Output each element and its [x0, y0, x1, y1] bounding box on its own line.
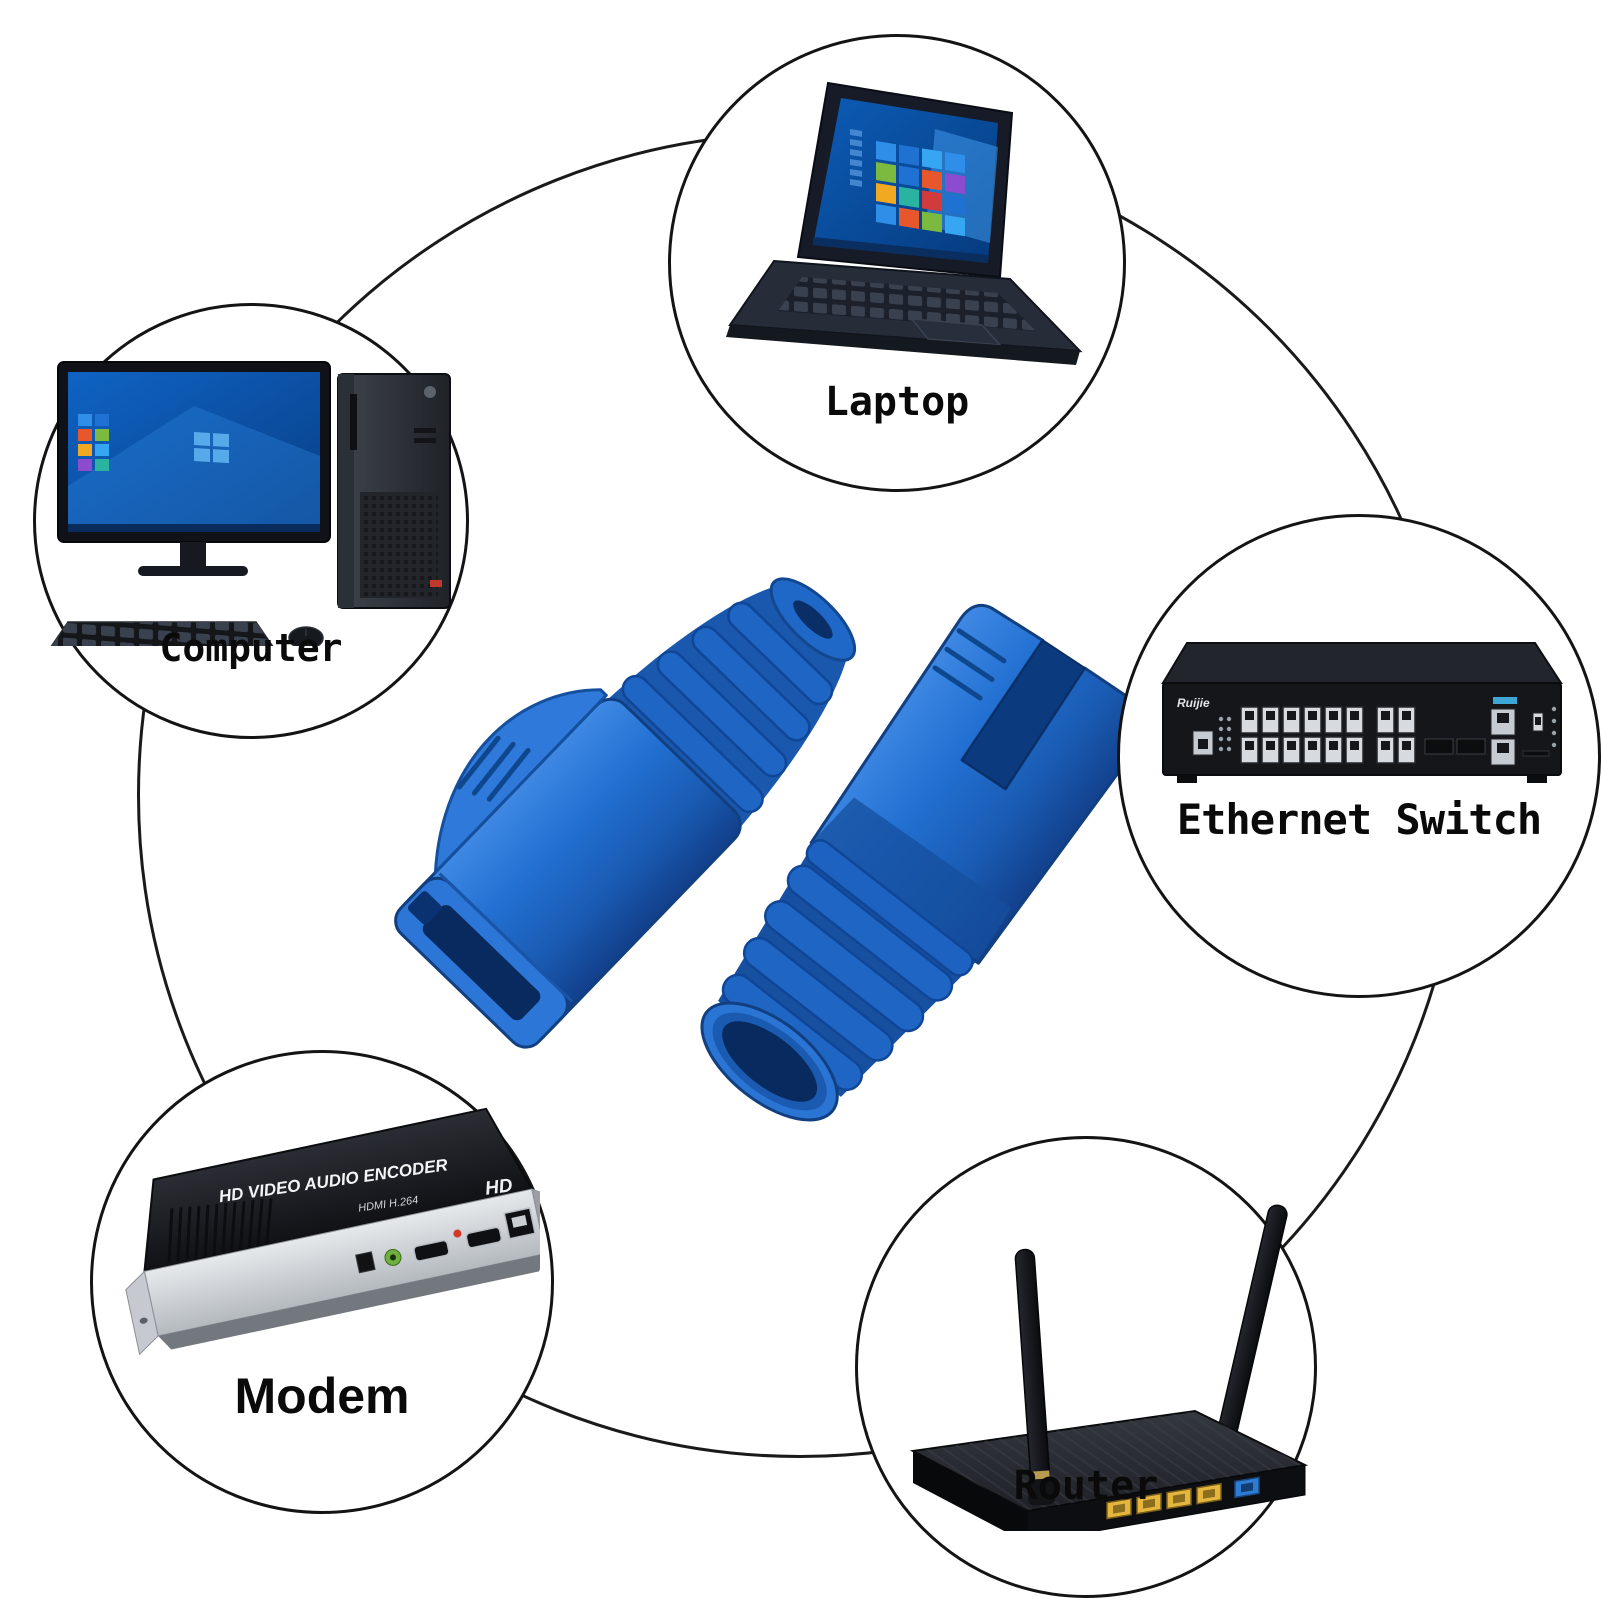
status-leds-left [1218, 716, 1232, 752]
modem-ports [355, 1207, 536, 1274]
router-image [909, 1204, 1309, 1531]
boot-left [394, 577, 857, 1049]
windows-logo [194, 432, 229, 464]
start-tiles [78, 414, 109, 471]
switch-brand-text: Ruijie [1177, 696, 1210, 710]
modem-image: HD VIDEO AUDIO ENCODER HDMI H.264 HD [125, 1107, 540, 1356]
computer-image [50, 361, 451, 646]
device-label-computer: Computer [159, 626, 343, 670]
laptop-image [726, 81, 1083, 365]
windows-tiles [876, 141, 965, 237]
boot-right [700, 603, 1135, 1122]
rj45-boots-image [394, 577, 1135, 1122]
start-menu-strips [850, 129, 862, 187]
rj45-port-block [1240, 706, 1416, 764]
device-label-laptop: Laptop [824, 379, 970, 425]
device-label-modem: Modem [234, 1368, 410, 1424]
device-label-ethernet-switch: Ethernet Switch [1176, 795, 1542, 844]
device-circle-modem: HD VIDEO AUDIO ENCODER HDMI H.264 HD [90, 1050, 554, 1514]
device-circle-router: Router [855, 1136, 1317, 1598]
vent-slots [167, 1198, 273, 1263]
device-circle-computer: Computer [33, 303, 469, 739]
device-circle-laptop: Laptop [668, 34, 1126, 492]
ethernet-switch-image: Ruijie [1161, 642, 1563, 783]
mgmt-sticker [1493, 697, 1517, 704]
status-leds-right [1551, 706, 1557, 748]
device-circle-ethernet-switch: Ruijie [1117, 514, 1601, 998]
router-ports [1106, 1476, 1260, 1520]
antenna-left [1014, 1248, 1056, 1506]
device-label-router: Router [1013, 1463, 1159, 1509]
